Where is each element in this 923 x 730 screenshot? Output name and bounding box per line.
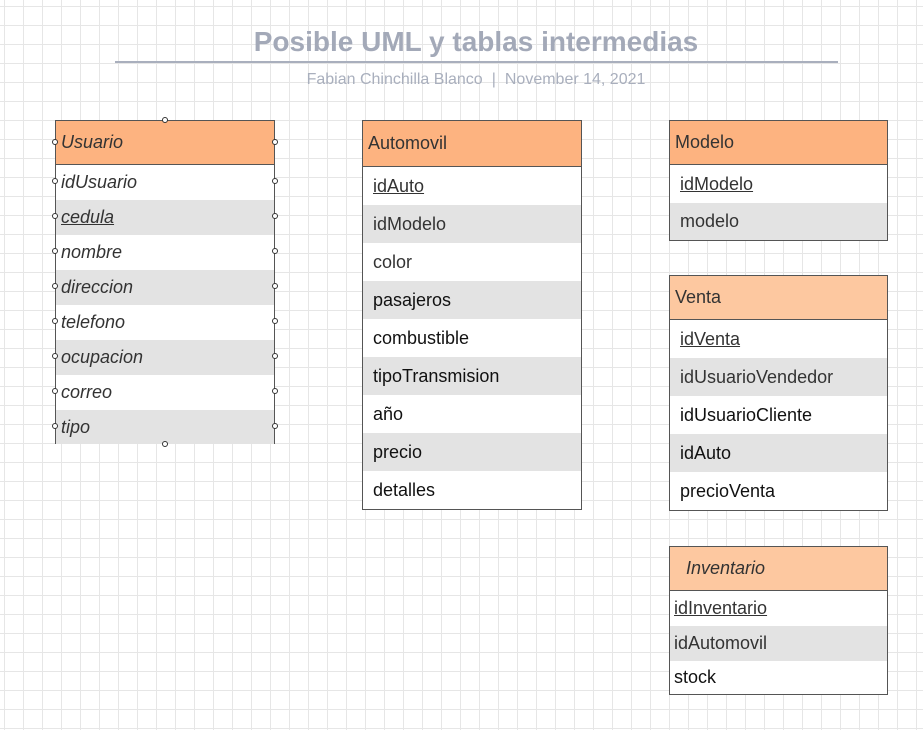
entity-field[interactable]: idModelo — [363, 205, 581, 243]
field-label: precio — [373, 441, 423, 462]
field-label: pasajeros — [373, 289, 452, 310]
field-label: precioVenta — [680, 480, 776, 501]
connection-point[interactable] — [52, 178, 58, 184]
entity-field-primary-key[interactable]: idModelo — [670, 165, 887, 203]
entity-header[interactable]: Venta — [670, 276, 887, 320]
field-label: idUsuarioVendedor — [680, 366, 834, 387]
field-label: color — [373, 251, 413, 272]
entity-field[interactable]: tipoTransmision — [363, 357, 581, 395]
entity-field[interactable]: precio — [363, 433, 581, 471]
entity-field[interactable]: idAutomovil — [670, 626, 887, 661]
entity-field[interactable]: ocupacion — [56, 340, 274, 375]
entity-title: Automovil — [368, 133, 448, 153]
document-date: November 14, 2021 — [504, 71, 646, 88]
entity-title: Usuario — [61, 132, 124, 152]
entity-modelo[interactable]: Modelo idModelo modelo — [669, 120, 888, 241]
entity-inventario[interactable]: Inventario idInventario idAutomovil stoc… — [669, 546, 888, 695]
entity-field[interactable]: modelo — [670, 203, 887, 240]
connection-point[interactable] — [52, 248, 58, 254]
entity-field[interactable]: detalles — [363, 471, 581, 509]
field-label: ocupacion — [61, 347, 144, 367]
entity-field[interactable]: nombre — [56, 235, 274, 270]
field-label: tipo — [61, 416, 91, 437]
connection-point[interactable] — [52, 283, 58, 289]
entity-title: Inventario — [686, 558, 766, 578]
connection-point[interactable] — [272, 423, 278, 429]
entity-header[interactable]: Automovil — [363, 121, 581, 167]
field-label: idAuto — [373, 175, 425, 196]
entity-field[interactable]: idUsuarioCliente — [670, 396, 887, 434]
field-label: detalles — [373, 479, 436, 500]
connection-point[interactable] — [272, 353, 278, 359]
entity-field[interactable]: stock — [670, 661, 887, 694]
field-label: idAuto — [680, 442, 732, 463]
byline: Fabian Chinchilla Blanco | November 14, 20… — [0, 71, 923, 89]
field-label: idUsuario — [61, 172, 138, 192]
entity-title: Venta — [675, 287, 722, 307]
entity-header[interactable]: Inventario — [670, 547, 887, 591]
field-label: cedula — [61, 207, 115, 227]
field-label: correo — [61, 382, 113, 402]
entity-field-primary-key[interactable]: idAuto — [363, 167, 581, 205]
field-label: idAutomovil — [674, 633, 768, 653]
field-label: idInventario — [674, 598, 768, 618]
entity-automovil[interactable]: Automovil idAuto idModelo color pasajero… — [362, 120, 582, 510]
entity-field[interactable]: pasajeros — [363, 281, 581, 319]
field-label: telefono — [61, 312, 126, 332]
connection-point[interactable] — [52, 213, 58, 219]
entity-field[interactable]: año — [363, 395, 581, 433]
field-label: modelo — [680, 211, 740, 231]
field-label: stock — [674, 667, 717, 687]
entity-usuario[interactable]: Usuario idUsuario cedula nombre direccio… — [55, 120, 275, 444]
connection-point[interactable] — [52, 423, 58, 429]
connection-point[interactable] — [272, 139, 278, 145]
connection-point[interactable] — [52, 388, 58, 394]
entity-field[interactable]: direccion — [56, 270, 274, 305]
entity-field[interactable]: combustible — [363, 319, 581, 357]
entity-field-primary-key[interactable]: idInventario — [670, 591, 887, 626]
entity-field[interactable]: idUsuario — [56, 165, 274, 200]
field-label: idUsuarioCliente — [680, 404, 813, 425]
entity-venta[interactable]: Venta idVenta idUsuarioVendedor idUsuari… — [669, 275, 888, 511]
field-label: nombre — [61, 242, 123, 262]
entity-field[interactable]: correo — [56, 375, 274, 410]
entity-header[interactable]: Modelo — [670, 121, 887, 165]
entity-field[interactable]: idUsuarioVendedor — [670, 358, 887, 396]
connection-point[interactable] — [272, 318, 278, 324]
entity-field-primary-key[interactable]: cedula — [56, 200, 274, 235]
connection-point[interactable] — [272, 178, 278, 184]
diagram-title: Posible UML y tablas intermedias — [253, 26, 699, 57]
entity-field[interactable]: color — [363, 243, 581, 281]
resize-handle-top[interactable] — [162, 117, 168, 123]
title-divider — [115, 61, 838, 63]
field-label: combustible — [373, 327, 470, 348]
connection-point[interactable] — [272, 283, 278, 289]
connection-point[interactable] — [272, 388, 278, 394]
connection-point[interactable] — [52, 353, 58, 359]
field-label: idVenta — [680, 328, 741, 349]
entity-header[interactable]: Usuario — [56, 121, 274, 165]
entity-field[interactable]: telefono — [56, 305, 274, 340]
entity-field[interactable]: tipo — [56, 410, 274, 444]
entity-field[interactable]: precioVenta — [670, 472, 887, 510]
author-name: Fabian Chinchilla Blanco — [306, 71, 483, 88]
entity-field[interactable]: idAuto — [670, 434, 887, 472]
byline-separator: | — [491, 71, 496, 88]
connection-point[interactable] — [272, 248, 278, 254]
entity-title: Modelo — [675, 132, 735, 152]
field-label: idModelo — [680, 173, 754, 194]
connection-point[interactable] — [272, 213, 278, 219]
connection-point[interactable] — [52, 318, 58, 324]
field-label: idModelo — [373, 213, 447, 234]
field-label: año — [373, 403, 404, 424]
entity-field-primary-key[interactable]: idVenta — [670, 320, 887, 358]
field-label: tipoTransmision — [373, 365, 500, 386]
resize-handle-bottom[interactable] — [162, 441, 168, 447]
connection-point[interactable] — [52, 139, 58, 145]
field-label: direccion — [61, 277, 134, 297]
